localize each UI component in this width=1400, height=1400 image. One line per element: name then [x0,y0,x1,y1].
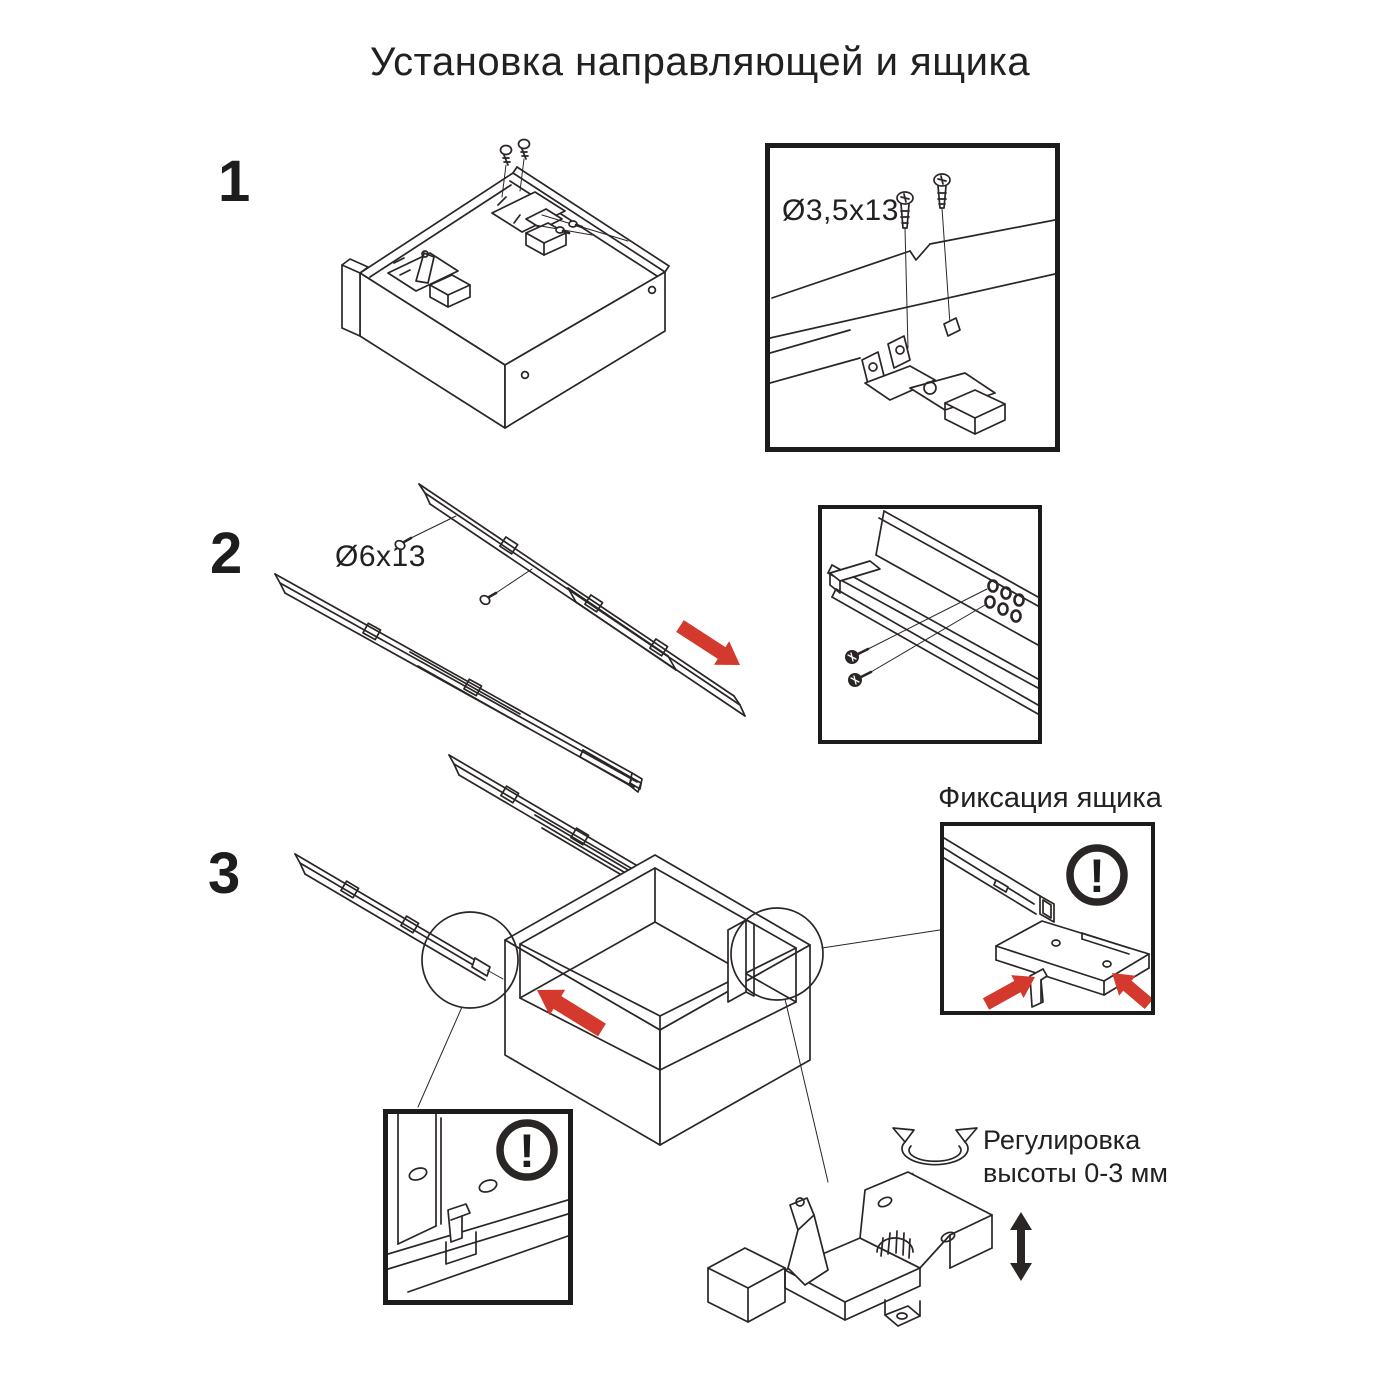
page-title: Установка направляющей и ящика [369,40,1031,84]
hook-warning-detail-box: ! [383,1109,573,1305]
screw [479,568,533,606]
step1-drawer-upside-down-illustration [341,138,670,429]
step1-detail-box: Ø3,5x13 [765,143,1060,452]
rail-profile [827,510,1038,715]
step2-detail-box [818,505,1042,744]
small-screw-leaders [534,214,629,242]
adjustment-label: Регулировка высоты 0-3 мм [983,1124,1168,1190]
insert-direction-arrow [537,989,606,1037]
drawer-box [341,166,670,429]
screw [517,138,531,192]
direction-arrow [676,620,740,665]
rail-end-piece [579,749,642,793]
rail-hook [388,1199,568,1293]
step2-rails-illustration [274,483,746,790]
drawer-rail-near [294,853,504,981]
height-adjustment-illustration [707,1127,1032,1327]
callout-leader-line [784,998,829,1183]
adjustment-label-line1: Регулировка [983,1125,1141,1155]
screw [845,588,988,664]
rail-tube [944,837,1055,923]
screw [394,515,457,551]
step3-drawer-on-rails-illustration [294,749,941,1183]
fixation-arrow-left [982,975,1035,1010]
callout-circle-right [730,907,824,1001]
step-3-number: 3 [208,841,241,906]
rail-holes [984,579,1025,623]
screw [499,144,513,198]
callout-circle-left [421,911,519,1009]
step-1-number: 1 [218,149,251,214]
fixation-title: Фиксация ящика [938,782,1162,814]
latch-mechanism-left [387,250,471,308]
svg-text:!: ! [1089,849,1105,902]
drawer-rail-lower [274,573,643,790]
drawer-fixation-detail-box: ! [940,822,1155,1015]
up-down-arrow [1010,1212,1032,1281]
step1-detail-illustration [770,173,1055,435]
drawer-rail-upper [418,483,746,717]
screw [896,191,914,349]
cabinet-side-bar [770,219,1055,384]
latch-device [707,1171,993,1327]
callout-leader-line [417,1006,463,1108]
warning-icon: ! [496,1119,558,1181]
hook-detail-illustration: ! [388,1114,568,1293]
step2-detail-illustration [827,510,1038,715]
latch-plate [995,920,1150,1008]
screw [933,173,951,325]
drawer-side-panel [397,1114,498,1245]
svg-text:!: ! [519,1124,535,1177]
screw-size-label: Ø3,5x13 [782,194,899,227]
step-2-number: 2 [210,521,243,586]
warning-icon: ! [1066,844,1128,906]
fixation-detail-illustration: ! [944,837,1151,1010]
screw [848,604,986,687]
screw-size-label: Ø6x13 [335,540,426,573]
callout-leader-line [821,929,941,949]
fixation-arrow-right [1112,973,1151,1009]
adjustment-label-line2: высоты 0-3 мм [983,1158,1168,1188]
latch-assembly [861,317,1006,435]
